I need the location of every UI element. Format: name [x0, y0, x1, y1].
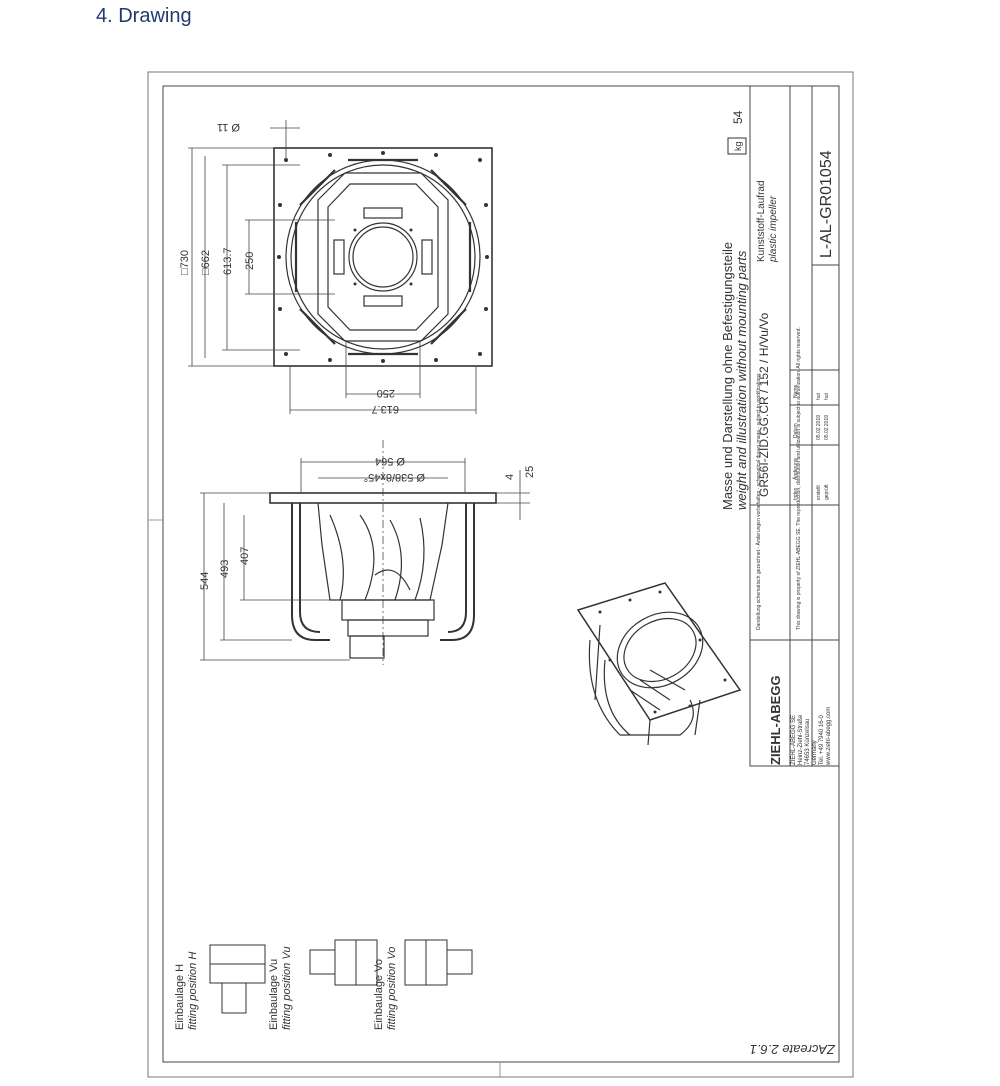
title-company-logo: ZIEHL-ABEGG [768, 675, 783, 765]
title-address: ZIEHL-ABEGG SE Heinz-Ziehl-Straße 74653 … [791, 707, 832, 766]
table-label: erstellt [816, 485, 822, 500]
dim-250-vertical: 250 [244, 252, 256, 270]
dim-4: 4 [504, 474, 516, 480]
fitting-h-en: fitting position H [187, 952, 199, 1030]
address-line: Heinz-Ziehl-Straße [798, 714, 804, 765]
dim-493: 493 [219, 560, 231, 578]
fitting-vo-de: Einbaulage Vo [373, 959, 385, 1030]
dim-407: 407 [239, 547, 251, 565]
table-name: hut [816, 392, 822, 400]
side-view-dimensions [200, 458, 530, 661]
dim-613-7-vertical: 613.7 [222, 247, 234, 275]
table-label: Datum [793, 423, 799, 438]
title-property-note: This drawing is property of ZIEHL-ABEGG … [796, 327, 802, 630]
dim-662: □662 [200, 250, 212, 275]
dim-544: 544 [199, 572, 211, 590]
address-line: Germany [812, 740, 818, 765]
dim-613-7-horizontal: 613.7 [371, 403, 399, 415]
table-name: hut [824, 392, 830, 400]
fitting-position-vu [309, 939, 378, 986]
note-english: weight and illustration without mounting… [734, 250, 749, 510]
address-line: www.ziehl-abegg.com [826, 707, 832, 766]
weight-indicator: kg 54 [727, 110, 747, 155]
table-label: Index [793, 487, 799, 500]
software-stamp: ZAcreate 2.6.1 [750, 1042, 836, 1057]
dim-538: Ø 538/8x45° [364, 471, 425, 483]
weight-value: 54 [731, 110, 745, 124]
title-designation: GR56I-ZID.GG.CR / 152 / H/Vu/Vo [757, 312, 771, 497]
top-view [273, 147, 493, 367]
sheet-inner-border [162, 85, 840, 1063]
dim-730: □730 [179, 250, 191, 275]
title-schematic-note: Darstellung schematisch gezeichnet - Änd… [755, 373, 762, 630]
fitting-position-vo [404, 939, 473, 986]
fitting-vu-en: fitting position Vu [281, 946, 293, 1030]
fitting-vu-de: Einbaulage Vu [268, 959, 280, 1030]
title-drawing-number: L-AL-GR01054 [818, 150, 835, 258]
weight-kg-label: kg [733, 141, 743, 151]
top-view-dimensions [188, 120, 477, 414]
address-line: Tel. +49 7940 16-0 [819, 714, 825, 765]
table-label: Name [793, 384, 799, 398]
title-material-en: plastic impeller [768, 195, 779, 263]
table-label: Änderung [792, 458, 799, 480]
dim-250-horizontal: 250 [377, 387, 395, 399]
sheet-outer-border [147, 71, 854, 1078]
dim-25: 25 [524, 466, 536, 478]
dim-564: Ø 564 [375, 455, 405, 467]
page-heading: 4. Drawing [96, 5, 192, 27]
note-german: Masse und Darstellung ohne Befestigungst… [720, 242, 735, 510]
title-material-de: Kunststoff-Laufrad [756, 180, 767, 262]
fitting-h-de: Einbaulage H [174, 964, 186, 1030]
title-block [749, 85, 840, 767]
table-label: geprüft [824, 484, 830, 500]
side-view [269, 440, 497, 665]
revision-table: Index Änderung Datum Name erstellt geprü… [792, 384, 830, 500]
fitting-vo-en: fitting position Vo [386, 947, 398, 1030]
dim-hole-diameter: Ø 11 [217, 121, 240, 133]
table-date: 05.02.2019 [816, 415, 822, 440]
address-line: ZIEHL-ABEGG SE [791, 715, 797, 765]
fitting-position-h [209, 944, 266, 1014]
address-line: 74653 Künzelsau [805, 719, 811, 765]
table-date: 05.02.2019 [824, 415, 830, 440]
isometric-view [576, 582, 742, 746]
